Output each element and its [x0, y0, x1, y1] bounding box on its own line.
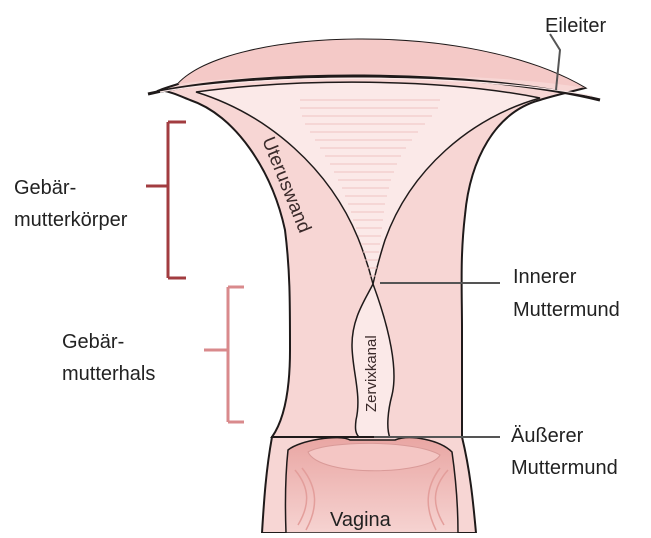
label-vagina: Vagina [330, 509, 392, 531]
label-cervix-1: Gebär- [62, 331, 124, 353]
label-inner-os-1: Innerer [513, 266, 577, 288]
label-corpus-1: Gebär- [14, 177, 76, 199]
label-corpus-2: mutterkörper [14, 209, 128, 231]
label-inner-os-2: Muttermund [513, 299, 620, 321]
label-cervix-2: mutterhals [62, 363, 155, 385]
label-zervixkanal: Zervixkanal [363, 335, 380, 412]
bracket-cervix [204, 287, 244, 422]
label-eileiter: Eileiter [545, 15, 606, 37]
label-outer-os-1: Äußerer [511, 425, 584, 447]
label-outer-os-2: Muttermund [511, 457, 618, 479]
uterine-cavity [196, 82, 540, 284]
bracket-corpus [146, 122, 186, 278]
